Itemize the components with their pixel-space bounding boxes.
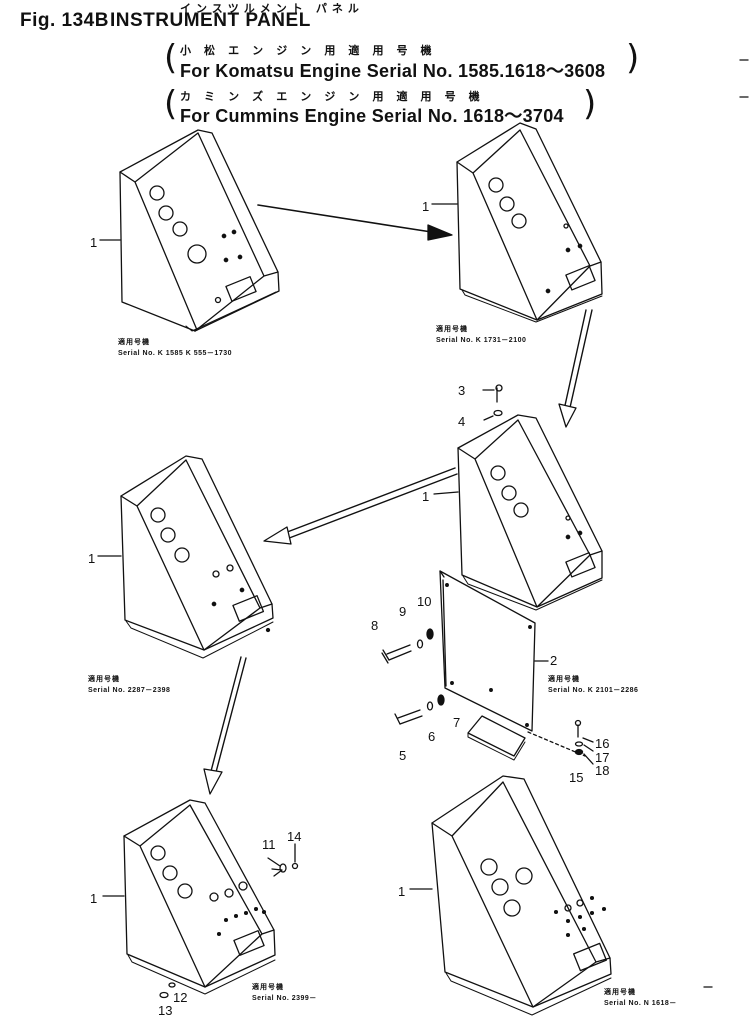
flow-arrow-4 xyxy=(203,656,247,795)
label-18: 18 xyxy=(595,763,609,778)
caption-1-serial: Serial No. K 1585 K 555－1730 xyxy=(118,350,233,357)
bracket-open-1: ( xyxy=(164,38,178,78)
label-15: 15 xyxy=(569,770,583,785)
label-17: 17 xyxy=(595,750,609,765)
label-6: 6 xyxy=(428,729,435,744)
flow-arrow-2 xyxy=(558,309,593,428)
figure-number: Fig. 134B xyxy=(20,10,109,31)
cover-plate: 2 xyxy=(381,570,594,765)
bracket-close-1: ) xyxy=(626,38,640,78)
bracket-open-2: ( xyxy=(164,84,178,124)
caption-3-jp: 適用号機 xyxy=(88,676,120,683)
kana-title: インスツルメント パネル xyxy=(180,3,364,15)
label-1: 1 xyxy=(90,891,97,906)
caption-2-serial: Serial No. K 1731－2100 xyxy=(436,337,527,344)
label-4: 4 xyxy=(458,414,465,429)
label-12: 12 xyxy=(173,990,187,1005)
caption-5-jp: 適用号機 xyxy=(252,984,284,991)
label-7: 7 xyxy=(453,715,460,730)
label-13: 13 xyxy=(158,1003,172,1018)
label-1: 1 xyxy=(90,235,97,250)
instrument-panel-f: 1 xyxy=(398,775,612,1016)
instrument-panel-c: 1 xyxy=(422,384,603,611)
label-3: 3 xyxy=(458,383,465,398)
caption-1-jp: 適用号機 xyxy=(118,339,150,346)
label-1: 1 xyxy=(88,551,95,566)
instrument-panel-e: 1 xyxy=(90,799,299,999)
caption-2-jp: 適用号機 xyxy=(436,326,468,333)
komatsu-serial-label: For Komatsu Engine Serial No. 1585.1618～… xyxy=(180,61,606,81)
cummins-jp-label: カ ミ ン ズ エ ン ジ ン 用 適 用 号 機 xyxy=(180,91,485,103)
komatsu-jp-label: 小 松 エ ン ジ ン 用 適 用 号 機 xyxy=(180,45,437,57)
caption-6-serial: Serial No. N 1618－ xyxy=(604,1000,677,1007)
label-1: 1 xyxy=(422,199,429,214)
instrument-panel-a: 1 xyxy=(90,129,280,332)
flow-arrow-1 xyxy=(257,204,453,241)
label-10: 10 xyxy=(417,594,431,609)
label-16: 16 xyxy=(595,736,609,751)
label-2: 2 xyxy=(550,653,557,668)
instrument-panel-d: 1 xyxy=(88,455,274,659)
label-8: 8 xyxy=(371,618,378,633)
label-14: 14 xyxy=(287,829,301,844)
caption-4-jp: 適用号機 xyxy=(548,676,580,683)
bracket-close-2: ) xyxy=(583,84,597,124)
caption-5-serial: Serial No. 2399－ xyxy=(252,995,317,1002)
label-9: 9 xyxy=(399,604,406,619)
caption-4-serial: Serial No. K 2101－2286 xyxy=(548,687,639,694)
label-1: 1 xyxy=(398,884,405,899)
instrument-panel-b: 1 xyxy=(422,122,603,323)
figure-title: INSTRUMENT PANEL xyxy=(110,10,311,31)
scan-marks xyxy=(703,59,749,988)
caption-3-serial: Serial No. 2287－2398 xyxy=(88,687,171,694)
part-callouts: 3 4 5 6 7 8 9 10 11 12 13 14 15 16 17 18 xyxy=(158,383,609,1018)
label-1: 1 xyxy=(422,489,429,504)
caption-6-jp: 適用号機 xyxy=(604,989,636,996)
cummins-serial-label: For Cummins Engine Serial No. 1618～3704 xyxy=(180,106,564,126)
label-11: 11 xyxy=(262,837,276,852)
flow-arrow-3 xyxy=(263,467,458,545)
label-5: 5 xyxy=(399,748,406,763)
